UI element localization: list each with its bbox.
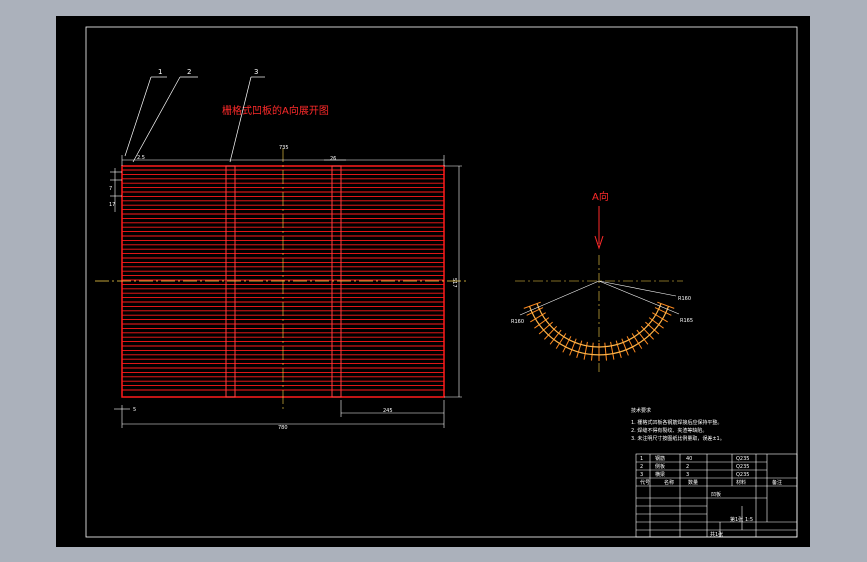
- arc-rib: [530, 312, 546, 323]
- technical-notes: 技术要求 1. 栅格式凹板各钢筋焊接后应保持平整。 2. 焊缝不得有裂纹、夹渣等…: [631, 407, 725, 442]
- tb-header: 数量: [688, 479, 698, 486]
- tb-row: 2: [640, 464, 643, 470]
- tb-row: Q235: [736, 472, 749, 478]
- cross-beam: [225, 165, 236, 398]
- view-arrow: [594, 206, 604, 250]
- part-leaders: [124, 76, 265, 163]
- drawing-frame: [85, 26, 798, 538]
- dim-small-width: 26: [330, 156, 336, 162]
- arc-rib: [648, 317, 664, 329]
- balloon-1: 1: [158, 68, 162, 76]
- arc-rib: [526, 307, 544, 316]
- tb-part-name: 凹板: [711, 491, 721, 498]
- cross-beam: [331, 165, 342, 398]
- arc-rib: [657, 301, 675, 309]
- tb-row: 1: [640, 456, 643, 462]
- arc-rib: [544, 325, 558, 340]
- arc-rib: [583, 341, 588, 360]
- arc-rib: [654, 307, 672, 316]
- tb-header: 名称: [664, 479, 674, 486]
- note-line: 2. 焊缝不得有裂纹、夹渣等缺陷。: [631, 427, 707, 434]
- dimension-lines: [110, 155, 462, 428]
- dim-top-width: 735: [279, 145, 289, 151]
- arc-ribs: [523, 301, 675, 361]
- arc-rib: [591, 342, 594, 361]
- tb-row: 横梁: [655, 471, 665, 478]
- tb-scale: 1:5: [745, 517, 753, 523]
- arc-rib: [569, 338, 577, 356]
- title-block-text: 代号 名称 数量 材料 备注 凹板 1 钢筋 40 Q235 2 侧板 2 Q2…: [640, 455, 782, 538]
- radius-right-b: R165: [680, 318, 693, 324]
- dim-bottom-right: 245: [383, 408, 393, 414]
- balloon-2: 2: [187, 68, 191, 76]
- tb-row: 侧板: [655, 463, 665, 470]
- radius-right-a: R160: [678, 296, 691, 302]
- arc-rib: [549, 329, 562, 345]
- concave-arc-view: [515, 255, 683, 372]
- arc-rib: [615, 340, 622, 358]
- arc-rib: [555, 333, 567, 349]
- dim-left-a: 7: [109, 186, 112, 192]
- tb-row: 3: [640, 472, 643, 478]
- arc-rib: [538, 321, 553, 335]
- arc-curve: [536, 303, 662, 348]
- view-a-label: A向: [592, 190, 609, 203]
- dim-bottom-offset: 5: [133, 407, 136, 413]
- dim-left-b: 17: [109, 202, 115, 208]
- arc-rib: [576, 340, 583, 358]
- tb-header: 代号: [640, 479, 650, 486]
- drawing-sheet: [56, 16, 810, 547]
- arc-rib: [621, 338, 629, 356]
- arc-rib: [652, 312, 668, 323]
- tb-row: 3: [686, 472, 689, 478]
- arc-rib: [562, 336, 572, 353]
- tb-sheet: 第1张: [730, 516, 743, 523]
- balloon-3: 3: [254, 68, 258, 76]
- dim-height: 517: [451, 278, 457, 288]
- title-block: [635, 453, 798, 538]
- drawing-title: 栅格式凹板的A向展开图: [222, 104, 329, 117]
- tb-row: 40: [686, 456, 692, 462]
- arc-rib: [626, 336, 636, 353]
- notes-heading: 技术要求: [631, 407, 651, 414]
- tb-sheet: 共1张: [710, 531, 723, 538]
- arc-rib: [610, 341, 615, 360]
- arc-curve: [528, 306, 670, 356]
- tb-header: 备注: [772, 479, 782, 486]
- arc-rib: [604, 342, 607, 361]
- tb-row: Q235: [736, 456, 749, 462]
- arc-rib: [636, 329, 649, 345]
- tb-row: 钢筋: [655, 455, 665, 462]
- arc-rib: [645, 321, 660, 335]
- grate-view: [95, 148, 468, 410]
- dim-gap: 2.5: [137, 155, 145, 161]
- arc-rib: [640, 325, 654, 340]
- tb-header: 材料: [736, 479, 746, 486]
- arc-rib: [534, 317, 550, 329]
- tb-row: 2: [686, 464, 689, 470]
- radius-left: R160: [511, 319, 524, 325]
- dim-total-width: 780: [278, 425, 288, 431]
- note-line: 3. 未注明尺寸按图纸比例量取，误差±1。: [631, 435, 725, 442]
- tb-row: Q235: [736, 464, 749, 470]
- arc-rib: [523, 301, 541, 309]
- note-line: 1. 栅格式凹板各钢筋焊接后应保持平整。: [631, 419, 722, 426]
- arc-rib: [631, 333, 643, 349]
